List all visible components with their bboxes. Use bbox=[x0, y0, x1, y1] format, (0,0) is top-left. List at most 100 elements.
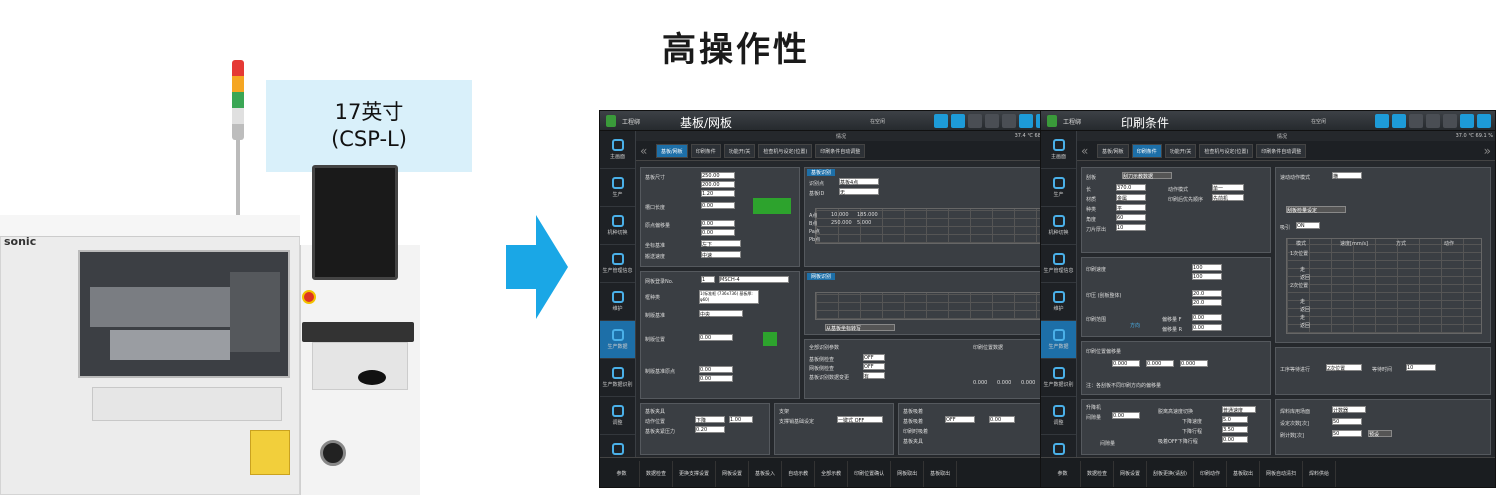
board-unload-button[interactable]: 基板取出 bbox=[924, 460, 958, 487]
material-select[interactable]: 金属 bbox=[1116, 194, 1146, 202]
gap-input[interactable]: 0.00 bbox=[1112, 412, 1140, 419]
print-offset-theta[interactable]: 0.000 bbox=[1180, 360, 1208, 367]
prev-arrow-icon[interactable]: « bbox=[1081, 144, 1089, 158]
sidebar-item-maintenance[interactable]: 维护 bbox=[600, 283, 635, 321]
origin-offset-x[interactable]: 0.00 bbox=[701, 220, 735, 227]
data-check-button[interactable]: 数据检查 bbox=[1081, 460, 1115, 487]
help-icon[interactable] bbox=[1019, 114, 1033, 128]
priority-select[interactable]: 先前机 bbox=[1212, 194, 1244, 202]
board-check-select[interactable]: OFF bbox=[863, 354, 885, 361]
bell-icon[interactable] bbox=[1409, 114, 1423, 128]
support-change-button[interactable]: 更换支撑设置 bbox=[673, 460, 717, 487]
auto-teach-button[interactable]: 自动示教 bbox=[782, 460, 816, 487]
clamp-pressure-input[interactable]: 0.20 bbox=[695, 426, 725, 433]
params-button[interactable]: 参数 bbox=[1045, 460, 1081, 487]
board-load-button[interactable]: 基板投入 bbox=[749, 460, 783, 487]
print-pressure-f[interactable]: 20.0 bbox=[1192, 290, 1222, 297]
window-icon[interactable] bbox=[1443, 114, 1457, 128]
down-stroke-input[interactable]: 3.50 bbox=[1222, 426, 1248, 433]
tab-board-stencil[interactable]: 基板/网板 bbox=[1097, 143, 1129, 158]
sidebar-item-home[interactable]: 主画面 bbox=[1041, 131, 1076, 169]
teach-all-button[interactable]: 全部示教 bbox=[815, 460, 849, 487]
print-speed-f[interactable]: 100 bbox=[1192, 264, 1222, 271]
stencil-setup-button[interactable]: 网板设置 bbox=[1114, 460, 1148, 487]
stencil-no-input[interactable]: 1 bbox=[701, 276, 715, 283]
board-unload-button[interactable]: 基板取出 bbox=[1227, 460, 1260, 487]
origin-offset-y[interactable]: 0.00 bbox=[701, 229, 735, 236]
print-pos-confirm-button[interactable]: 印刷位置确认 bbox=[848, 460, 892, 487]
plate-ref-select[interactable]: 中央 bbox=[699, 310, 743, 318]
set-count-input[interactable]: 50 bbox=[1332, 418, 1362, 425]
stencil-setup-button[interactable]: 网板设置 bbox=[716, 460, 750, 487]
wait-time-input[interactable]: 10 bbox=[1406, 364, 1436, 371]
down-speed-input[interactable]: 5.0 bbox=[1222, 416, 1248, 423]
length-input[interactable]: 370.0 bbox=[1116, 184, 1146, 191]
offset-f-input[interactable]: 0.00 bbox=[1192, 314, 1222, 321]
data-change-select[interactable]: 有 bbox=[863, 372, 885, 380]
target-icon[interactable] bbox=[1426, 114, 1440, 128]
sidebar-item-production[interactable]: 生产 bbox=[600, 169, 635, 207]
squeegee-change-button[interactable]: 刮板更换(请刮) bbox=[1147, 460, 1194, 487]
offset-r-input[interactable]: 0.00 bbox=[1192, 324, 1222, 331]
clamp-delay-input[interactable]: 1.00 bbox=[729, 416, 753, 423]
camera-icon[interactable] bbox=[934, 114, 948, 128]
tab-print-conditions[interactable]: 印刷条件 bbox=[690, 143, 721, 158]
tab-function-switch[interactable]: 功能开/关 bbox=[1164, 143, 1197, 158]
sidebar-item-management[interactable]: 生产管理信息 bbox=[1041, 245, 1076, 283]
sidebar-item-changeover[interactable]: 机种切换 bbox=[600, 207, 635, 245]
tab-inspection[interactable]: 检查机与设定(位置) bbox=[758, 143, 813, 158]
blade-length-input[interactable]: 10 bbox=[1116, 224, 1146, 231]
board-id-select[interactable]: 无 bbox=[839, 188, 879, 196]
sidebar-item-adjust[interactable]: 调整 bbox=[600, 397, 635, 435]
print-offset-y[interactable]: 0.000 bbox=[1146, 360, 1174, 367]
speed-mode-select[interactable]: 横 bbox=[1332, 172, 1362, 180]
stencil-unload-button[interactable]: 网板取出 bbox=[891, 460, 925, 487]
stencil-name[interactable]: MSCH-4 bbox=[719, 276, 789, 283]
board-size-t[interactable]: 1.20 bbox=[701, 190, 735, 197]
tab-inspection[interactable]: 检查机与设定(位置) bbox=[1199, 143, 1254, 158]
tab-board-stencil[interactable]: 基板/网板 bbox=[656, 143, 688, 158]
sidebar-item-production[interactable]: 生产 bbox=[1041, 169, 1076, 207]
suction-time-input[interactable]: 0.00 bbox=[989, 416, 1015, 423]
sidebar-item-data-recognition[interactable]: 生产数据识别 bbox=[1041, 359, 1076, 397]
suction-select[interactable]: ON bbox=[1296, 222, 1320, 229]
help-icon[interactable] bbox=[1460, 114, 1474, 128]
volume-icon[interactable] bbox=[1392, 114, 1406, 128]
data-check-button[interactable]: 数据检查 bbox=[640, 460, 674, 487]
sidebar-item-production-data[interactable]: 生产数据 bbox=[600, 321, 635, 359]
sidebar-item-maintenance[interactable]: 维护 bbox=[1041, 283, 1076, 321]
camera-icon[interactable] bbox=[1375, 114, 1389, 128]
frame-type-select[interactable]: 1(标准框 (736x736) 基板厚: φ60) bbox=[699, 290, 759, 304]
sidebar-item-home[interactable]: 主画面 bbox=[600, 131, 635, 169]
power-icon[interactable] bbox=[1477, 114, 1491, 128]
copy-from-board-button[interactable]: 从基板坐标转写 bbox=[825, 324, 895, 332]
print-pressure-r[interactable]: 20.0 bbox=[1192, 299, 1222, 306]
support-pin-button[interactable]: 一键式 OFF bbox=[837, 416, 883, 424]
board-size-y[interactable]: 200.00 bbox=[701, 181, 735, 188]
target-icon[interactable] bbox=[985, 114, 999, 128]
params-button[interactable]: 参数 bbox=[604, 460, 640, 487]
tab-auto-adjust[interactable]: 印刷条件自动调整 bbox=[815, 143, 866, 158]
angle-select[interactable]: 60 bbox=[1116, 214, 1146, 221]
board-size-x[interactable]: 250.00 bbox=[701, 172, 735, 179]
preset-button[interactable]: 预设 bbox=[1368, 430, 1392, 438]
squeegee-measure-button[interactable]: 刮板检量设定 bbox=[1286, 206, 1346, 214]
bell-icon[interactable] bbox=[968, 114, 982, 128]
notch-length-input[interactable]: 0.00 bbox=[701, 202, 735, 209]
solder-supply-select[interactable]: 计数器 bbox=[1332, 406, 1366, 414]
solder-supply-button[interactable]: 焊料供给 bbox=[1303, 460, 1336, 487]
type-select[interactable]: 平 bbox=[1116, 204, 1146, 212]
clamp-pos-select[interactable]: 下降 bbox=[695, 416, 725, 424]
transfer-speed-select[interactable]: 中速 bbox=[701, 251, 741, 259]
stencil-check-select[interactable]: OFF bbox=[863, 363, 885, 370]
plate-origin-x[interactable]: 0.00 bbox=[699, 366, 733, 373]
print-action-button[interactable]: 印刷动作 bbox=[1194, 460, 1227, 487]
suction-off-stroke-input[interactable]: 0.00 bbox=[1222, 436, 1248, 443]
action-mode-select[interactable]: 单一 bbox=[1212, 184, 1244, 192]
sidebar-item-management[interactable]: 生产管理信息 bbox=[600, 245, 635, 283]
suction-select[interactable]: OFF bbox=[945, 416, 975, 423]
print-speed-r[interactable]: 100 bbox=[1192, 273, 1222, 280]
recognition-point-select[interactable]: 基板4点 bbox=[839, 178, 879, 186]
sidebar-item-production-data[interactable]: 生产数据 bbox=[1041, 321, 1076, 359]
auto-clean-button[interactable]: 网板自动清扫 bbox=[1260, 460, 1303, 487]
